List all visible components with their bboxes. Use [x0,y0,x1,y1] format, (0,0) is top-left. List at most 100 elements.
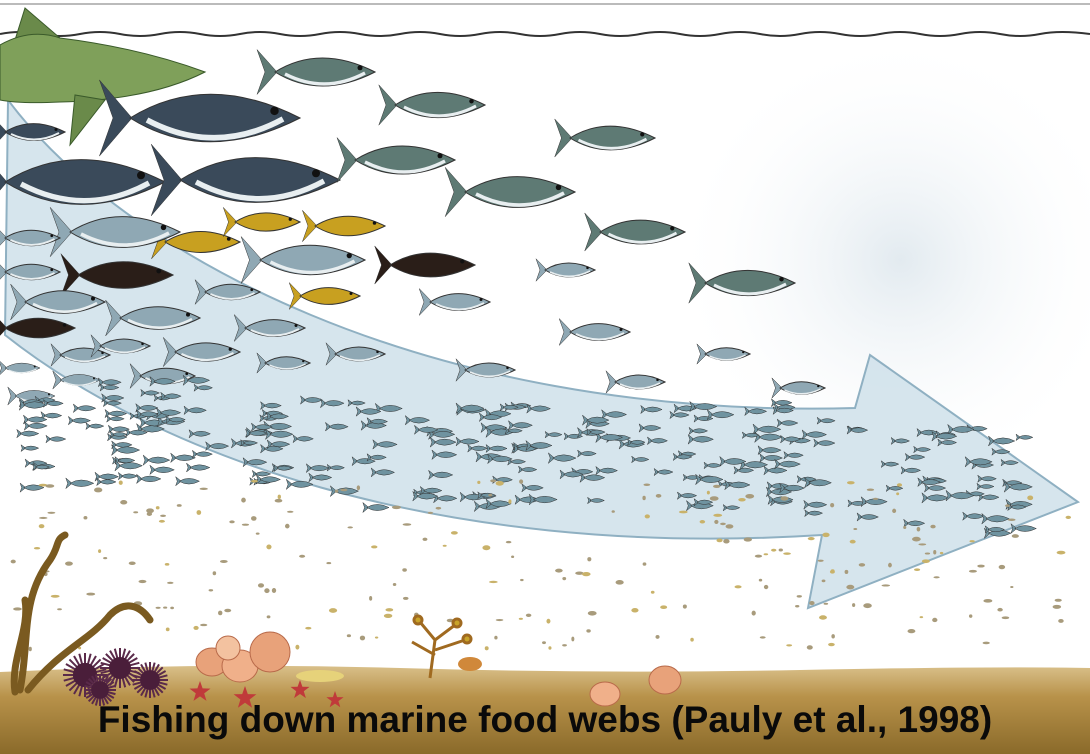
plankton-speck [45,484,54,488]
plankton-speck [129,561,136,565]
plankton-speck [612,510,615,513]
plankton-speck [156,607,161,609]
schooling-fish [192,450,212,458]
plankton-speck [360,636,365,641]
schooling-fish [46,435,66,443]
plankton-speck [496,481,504,486]
schooling-fish [21,445,39,452]
plankton-speck [103,557,107,559]
plankton-speck [94,488,102,493]
plankton-speck [1005,504,1010,507]
plankton-speck [1058,619,1063,623]
plankton-speck [209,589,214,591]
plankton-speck [809,601,814,605]
plankton-speck [853,528,857,530]
plankton-speck [683,604,687,608]
plankton-speck [562,577,566,580]
plankton-speck [828,643,835,646]
plankton-speck [882,584,891,586]
plankton-speck [133,511,138,513]
plankton-speck [867,489,874,491]
plankton-speck [520,579,524,581]
plankton-speck [213,571,217,575]
schooling-fish [150,465,174,474]
plankton-speck [586,629,590,632]
plankton-speck [983,599,992,603]
plankton-speck [912,537,921,542]
plankton-speck [555,569,563,573]
plankton-speck [156,506,160,509]
plankton-speck [925,553,930,555]
plankton-speck [997,608,1002,612]
plankton-speck [86,593,95,596]
plankton-speck [224,609,231,612]
plankton-speck [147,512,152,516]
plankton-speck [999,565,1006,569]
plankton-speck [384,614,392,618]
small-fish [241,236,365,283]
plankton-speck [275,499,283,503]
plankton-speck [714,520,718,524]
plankton-speck [519,618,523,620]
plankton-speck [786,644,792,646]
plankton-speck [795,605,799,607]
plankton-speck [720,523,726,526]
mackerel [337,138,455,183]
plankton-speck [451,531,458,535]
schooling-fish [66,478,94,489]
mackerel [257,50,375,95]
plankton-speck [369,596,372,601]
plankton-speck [933,550,936,554]
schooling-fish [137,474,161,483]
schooling-fish [186,463,209,472]
plankton-speck [818,560,824,562]
plankton-speck [264,588,269,593]
plankton-speck [403,523,412,525]
plankton-speck [824,603,829,605]
plankton-speck [51,595,60,598]
plankton-speck [588,611,597,616]
schooling-fish [86,423,104,430]
mackerel [379,85,485,125]
plankton-speck [781,496,789,500]
plankton-speck [511,555,514,558]
plankton-speck [643,562,647,565]
plankton-speck [39,517,47,519]
plankton-speck [496,619,504,621]
plankton-speck [163,606,167,608]
plankton-speck [587,557,591,561]
plankton-speck [863,603,872,608]
plankton-speck [218,611,222,616]
plankton-speck [335,490,338,493]
plankton-speck [745,494,754,499]
plankton-speck [65,561,73,565]
plankton-speck [278,495,281,499]
plankton-speck [752,611,756,616]
plankton-speck [783,552,791,554]
plankton-speck [852,603,855,607]
mackerel [555,119,655,157]
plankton-speck [920,616,924,618]
plankton-speck [251,516,257,521]
plankton-speck [707,491,710,495]
plankton-speck [908,629,916,633]
tuna [151,144,340,216]
plankton-speck [892,509,896,513]
plankton-speck [651,591,655,594]
plankton-speck [1053,605,1061,609]
small-fish [0,360,40,376]
plankton-speck [932,618,937,622]
plankton-speck [713,514,722,517]
plankton-speck [922,559,930,563]
plankton-speck [542,641,546,644]
plankton-speck [969,570,977,573]
plankton-speck [764,585,768,589]
plankton-speck [13,607,22,610]
plankton-speck [548,646,551,649]
plankton-speck [822,579,826,582]
plankton-speck [98,549,101,553]
small-fish [606,371,665,393]
plankton-speck [393,583,397,586]
plankton-speck [977,565,985,568]
plankton-speck [305,627,311,630]
